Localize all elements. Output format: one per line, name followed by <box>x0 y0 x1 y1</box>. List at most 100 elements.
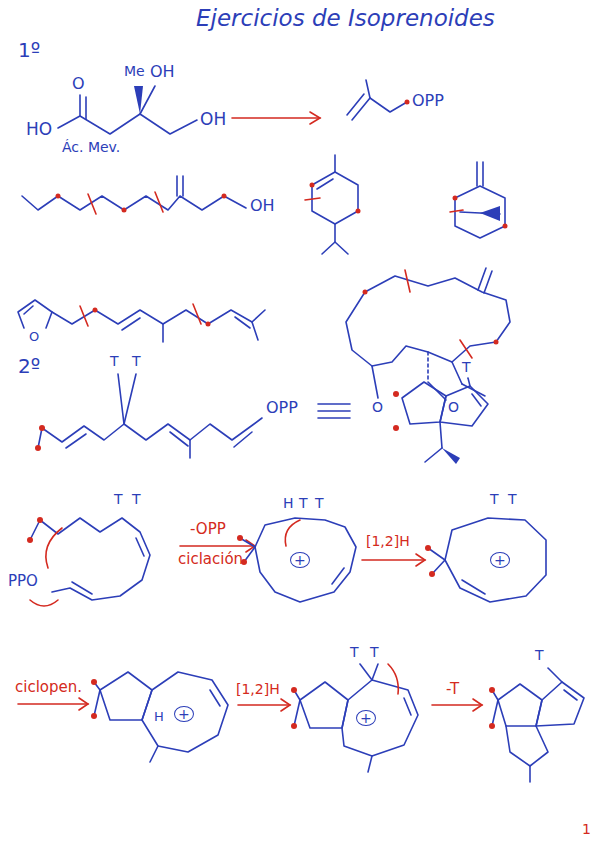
atom-label: O <box>448 400 459 415</box>
furan-chain-stroke <box>193 304 201 324</box>
furan-chain-stroke <box>122 318 140 330</box>
cyclization-arrow-stroke <box>180 545 255 547</box>
folded-precursor-stroke <box>37 517 43 523</box>
mevalonic-acid-stroke <box>79 95 81 116</box>
retro-equivalence-stroke <box>318 417 350 419</box>
furan-chain-stroke <box>162 324 164 342</box>
geraniol-chain-stroke <box>56 194 61 199</box>
group-label: OH <box>150 64 175 81</box>
macrocyclic-lactone-stroke <box>427 352 429 382</box>
step-label: -OPP <box>190 522 226 538</box>
bicyclic-cation-2-stroke <box>404 698 411 715</box>
cation-ring-2-stroke <box>425 545 431 551</box>
page-number: 1 <box>582 822 591 837</box>
tricyclic-product-stroke <box>402 382 446 424</box>
tricyclic-product-stroke <box>468 378 470 386</box>
loss-arrow-stroke <box>473 699 482 711</box>
limonene-ring-stroke <box>334 155 336 172</box>
bicyclic-cation-2-stroke <box>342 680 418 756</box>
farnesyl-chain-stroke <box>38 428 42 448</box>
geraniol-chain-stroke <box>222 194 227 199</box>
step-label: [1,2]H <box>366 534 410 549</box>
tricyclic-product-stroke <box>442 448 460 464</box>
ipp-structure-stroke <box>366 80 370 98</box>
reaction-arrow-stroke <box>232 117 320 119</box>
compound-name: Ác. Mev. <box>62 140 120 155</box>
group-label: HO <box>26 121 52 139</box>
tricyclic-product-stroke <box>472 394 481 406</box>
reaction-arrow-stroke <box>310 112 320 124</box>
pinene-cage-stroke <box>480 206 500 221</box>
pinene-cage <box>450 162 508 238</box>
cyclopentannulation-arrow-stroke <box>18 703 88 705</box>
group-label: OH <box>250 198 275 215</box>
geraniol-chain-stroke <box>22 196 246 210</box>
hydride-shift-arrow-stroke <box>416 554 425 566</box>
tritium-label: T <box>508 492 517 507</box>
loss-arrow-stroke <box>432 704 482 706</box>
tritium-label: T <box>299 496 308 511</box>
cation-charge: + <box>356 710 376 726</box>
group-label: Me <box>124 64 145 79</box>
group-label: OH <box>200 111 226 129</box>
retro-equivalence <box>318 404 350 418</box>
cation-ring-2-stroke <box>429 571 435 577</box>
cyclization-arrow <box>180 540 255 552</box>
hydride-shift-arrow <box>362 554 425 566</box>
macrocyclic-lactone-stroke <box>494 340 499 345</box>
final-tricycle-stroke <box>506 726 548 766</box>
cation-ring-1-stroke <box>285 520 300 546</box>
tricyclic-product-stroke <box>440 422 442 448</box>
macrocyclic-lactone <box>346 268 510 400</box>
folded-precursor-stroke <box>136 538 144 556</box>
furan-chain-stroke <box>93 308 98 313</box>
tricyclic-product-stroke <box>425 448 442 462</box>
farnesyl-chain-stroke <box>118 374 124 424</box>
retro-equivalence-stroke <box>318 410 350 412</box>
pinene-cage-stroke <box>482 162 484 186</box>
mevalonic-acid-stroke <box>85 97 87 119</box>
geraniol-chain-stroke <box>88 194 96 214</box>
tricyclic-product-stroke <box>440 386 488 426</box>
atom-label: H <box>154 710 164 724</box>
reaction-arrow <box>232 112 320 124</box>
pinene-cage-stroke <box>453 196 458 201</box>
furan-chain-stroke <box>18 300 52 328</box>
farnesyl-chain-stroke <box>189 440 191 458</box>
farnesyl-chain-stroke <box>39 425 45 431</box>
macrocyclic-lactone-stroke <box>460 340 472 358</box>
cyclopentannulation-arrow <box>18 698 88 710</box>
tritium-label: T <box>490 492 499 507</box>
exercise-number: 2º <box>18 356 40 377</box>
final-tricycle <box>489 668 584 782</box>
pinene-cage-stroke <box>503 224 508 229</box>
cation-ring-2-stroke <box>445 518 546 602</box>
step-label: -T <box>446 682 459 698</box>
atom-label: O <box>29 330 39 344</box>
folded-precursor-stroke <box>46 528 62 568</box>
ipp-structure <box>347 80 410 120</box>
farnesyl-chain <box>35 374 262 458</box>
cation-ring-2-stroke <box>462 580 485 594</box>
folded-precursor <box>27 517 150 606</box>
furan-chain <box>18 300 265 342</box>
final-tricycle-stroke <box>498 684 542 726</box>
tritium-label: T <box>114 492 123 507</box>
bicyclic-cation-2-stroke <box>388 664 398 694</box>
geraniol-chain-stroke <box>176 176 178 196</box>
farnesyl-chain-stroke <box>42 418 262 442</box>
ipp-structure-stroke <box>370 98 407 112</box>
bicyclic-cation-1-stroke <box>142 672 228 752</box>
folded-precursor-stroke <box>40 518 150 600</box>
limonene-ring-stroke <box>305 198 320 200</box>
cation-ring-1-stroke <box>332 568 344 584</box>
mevalonic-acid-stroke <box>140 86 155 114</box>
tritium-label: T <box>350 645 359 660</box>
cation-ring-1 <box>237 518 356 602</box>
tritium-label: T <box>110 354 119 369</box>
final-tricycle-stroke <box>529 766 531 782</box>
farnesyl-chain-stroke <box>170 432 188 446</box>
cation-ring-1-stroke <box>255 518 356 602</box>
ipp-structure-stroke <box>405 100 410 105</box>
pinene-cage-stroke <box>455 186 505 238</box>
